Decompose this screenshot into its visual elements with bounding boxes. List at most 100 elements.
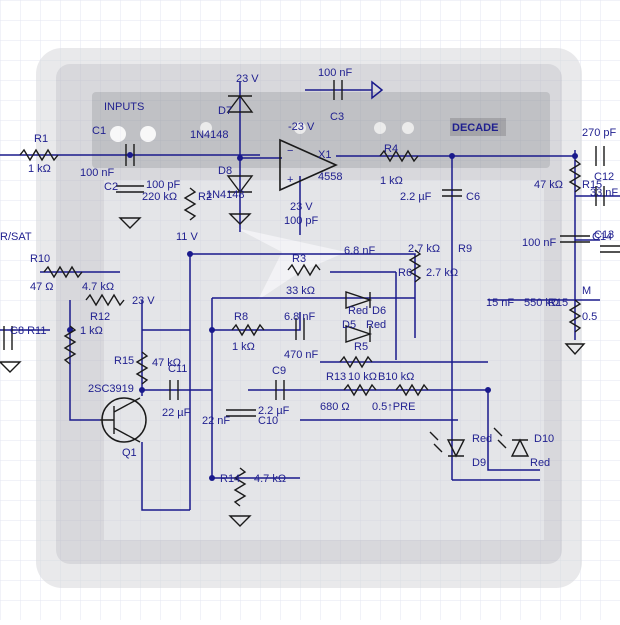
wire-q1-emitter [141,442,190,511]
label-r13-val: 10 kΩ [348,371,377,383]
amp-knob-4 [402,122,414,134]
ground-c13 [600,245,620,253]
label-d9: D9 [472,457,486,469]
label-d7: D7 [218,105,232,117]
label-r3-val: 33 kΩ [286,285,315,297]
resistor-r8 [231,323,265,337]
label-q1: Q1 [122,447,137,459]
led-d9-arrows [429,431,443,453]
label-d5: D5 [342,319,356,331]
label-c14: C14 [592,231,612,243]
junction [127,152,133,158]
diode-d10 [510,438,530,457]
ground-r14 [228,515,252,527]
label-r12-val: 4.7 kΩ [82,281,114,293]
label-c100n-top: 100 nF [318,67,353,79]
amp-brand-plate [450,118,506,136]
capacitor-c14 [560,235,590,243]
label-r9-val: 2.7 kΩ [408,243,440,255]
label-r2: R2 [198,191,212,203]
label-r4: R4 [384,143,398,155]
capacitors [3,80,605,417]
label-r1: R1 [34,133,48,145]
opamp-x1 [279,138,338,192]
label-c1-val: 100 nF [80,167,115,179]
label-r2-val: 220 kΩ [142,191,177,203]
amp-knob-1 [200,122,212,134]
label-c550: 550 kΩ [524,297,559,309]
resistor-r10 [43,265,83,279]
label-r9: R9 [458,243,472,255]
junction [209,475,215,481]
ground-c8 [0,361,22,373]
capacitor-c2 [116,185,144,193]
label-neg23: -23 V [288,121,315,133]
capacitor-c11 [169,380,179,400]
opamp-plus-sign: + [287,174,293,186]
junctions [67,152,578,481]
junction [485,387,491,393]
label-pot05: 0.5 [582,311,597,323]
resistor-r11 [63,325,77,365]
label-c22n: 22 nF [202,415,230,427]
label-r3: R3 [292,253,306,265]
label-pre: 0.5↑PRE [372,401,415,413]
resistor-r13 [343,383,377,397]
label-c8r11: C8 R11 [10,325,46,337]
capacitor-c12 [595,186,605,206]
junction [209,327,215,333]
label-c10: C10 [258,415,278,427]
diode-d6 [345,291,373,309]
ground-symbols [0,213,620,527]
resistor-pot-05 [568,299,582,333]
q1-leads [100,397,141,443]
amp-logo-shape [236,228,346,300]
label-r8: R8 [234,311,248,323]
label-rsat: R/SAT [0,231,32,243]
label-c13: C13 [594,229,614,241]
resistor-r12 [85,293,125,307]
amp-control-panel [92,92,550,168]
label-r12: R12 [90,311,110,323]
capacitor-270pf [595,146,605,166]
led-d10-arrows [493,427,507,449]
label-r5: R5 [354,341,368,353]
resistor-r14 [233,467,247,507]
label-x1: X1 [318,149,331,161]
label-d8-part: 1N4148 [206,189,245,201]
label-r11-val: 1 kΩ [80,325,103,337]
label-v23-top: 23 V [236,73,259,85]
label-c100p: 100 pF [284,215,319,227]
transistor-q1 [100,397,147,443]
capacitor-c6 [442,189,462,197]
resistor-r3 [287,263,321,277]
label-r15-left: R15 [114,355,134,367]
ground-pot [564,343,586,356]
diode-d9 [446,439,466,458]
wire-c6n8b [212,312,301,331]
diode-d5 [345,325,373,343]
resistors [19,148,582,507]
wire-r9-bus [190,253,416,338]
amplifier-photo [36,48,582,588]
label-c6n8a: 6.8 nF [344,245,375,257]
label-c11: C11 [168,363,187,375]
label-r15l-val: 47 kΩ [152,357,181,369]
resistor-r4 [379,149,419,163]
junction [237,155,243,161]
label-r15b: R15 [548,297,568,309]
label-c3: C3 [330,111,344,123]
label-r6-val: 2.7 kΩ [426,267,458,279]
resistor-b10 [395,383,429,397]
capacitor-c1 [125,144,135,166]
label-v23-left: 23 V [132,295,155,307]
wires [0,82,620,511]
label-r14: R14 [220,473,240,485]
junction [449,153,455,159]
label-r10: R10 [30,253,50,265]
label-c15: 15 nF [486,297,514,309]
wire-led-bus [487,420,540,471]
label-c6n8b: 6.8 nF [284,311,315,323]
label-c6-val: 2.2 µF [400,191,432,203]
